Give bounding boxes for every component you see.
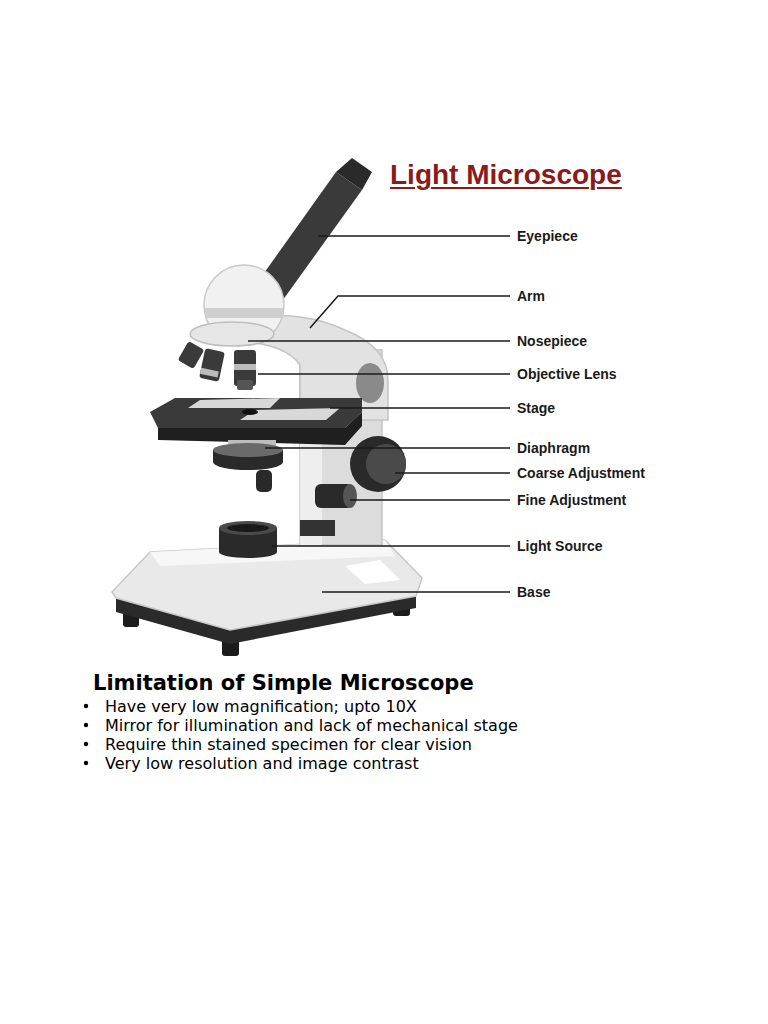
- light-source-shape: [219, 521, 277, 558]
- stage-clip: [188, 398, 280, 408]
- part-label: Light Source: [517, 537, 603, 555]
- head-shape: [178, 265, 284, 390]
- part-label: Base: [517, 583, 550, 601]
- part-label: Objective Lens: [517, 365, 617, 383]
- bullet-text: Mirror for illumination and lack of mech…: [105, 716, 518, 735]
- part-label: Arm: [517, 287, 545, 305]
- objective: [199, 348, 225, 382]
- bullet-text: Require thin stained specimen for clear …: [105, 735, 472, 754]
- left-knob: [256, 470, 272, 492]
- bullet-dot: [84, 761, 88, 765]
- leader-line: [330, 407, 510, 409]
- stage-top: [150, 398, 362, 428]
- pillar-band: [300, 520, 335, 536]
- diaphragm-top: [213, 443, 283, 457]
- objective-lenses: [178, 341, 256, 390]
- lamp-bottom: [219, 546, 277, 558]
- section-heading: Limitation of Simple Microscope: [93, 670, 474, 696]
- coarse-knob-face: [366, 444, 406, 484]
- leader-line: [265, 447, 510, 449]
- head-band: [205, 308, 283, 318]
- arm-knob: [356, 363, 384, 403]
- part-label: Nosepiece: [517, 332, 587, 350]
- bullet-text: Have very low magnification; upto 10X: [105, 697, 417, 716]
- lamp-rim: [219, 521, 277, 535]
- bullet-text: Very low resolution and image contrast: [105, 754, 419, 773]
- nosepiece-disc: [190, 322, 274, 346]
- lamp-lens: [227, 524, 269, 532]
- part-label: Coarse Adjustment: [517, 464, 645, 482]
- diagram-title: Light Microscope: [390, 158, 622, 192]
- leader-line: [258, 373, 510, 375]
- diaphragm-shape: [213, 440, 283, 470]
- leader-line: [395, 472, 510, 474]
- leader-line: [272, 545, 510, 547]
- knobs: [256, 436, 406, 508]
- objective-ring: [200, 368, 219, 378]
- bullet-dot: [84, 742, 88, 746]
- stage-hole: [242, 409, 258, 415]
- part-label: Fine Adjustment: [517, 491, 626, 509]
- leader-line: [350, 499, 510, 501]
- leader-line: [318, 235, 510, 237]
- leader-line: [248, 340, 510, 342]
- base-body: [112, 540, 422, 630]
- leader-line: [310, 296, 510, 328]
- leader-lines: [248, 236, 510, 592]
- base-highlight: [345, 560, 400, 584]
- stage-shape: [150, 398, 362, 445]
- stage-clip: [240, 408, 340, 420]
- coarse-knob: [350, 436, 406, 492]
- part-label: Eyepiece: [517, 227, 578, 245]
- fine-knob-face: [343, 484, 357, 508]
- bullet-dot: [84, 704, 88, 708]
- eyepiece-top: [336, 158, 372, 190]
- objective: [178, 341, 205, 369]
- bullet-dot: [84, 723, 88, 727]
- bullet-dots: [84, 704, 88, 765]
- part-label: Stage: [517, 399, 555, 417]
- objective-tip: [237, 380, 253, 390]
- base-shape: [112, 540, 422, 656]
- part-label: Diaphragm: [517, 439, 590, 457]
- leader-line: [322, 591, 510, 593]
- objective-ring: [234, 364, 256, 370]
